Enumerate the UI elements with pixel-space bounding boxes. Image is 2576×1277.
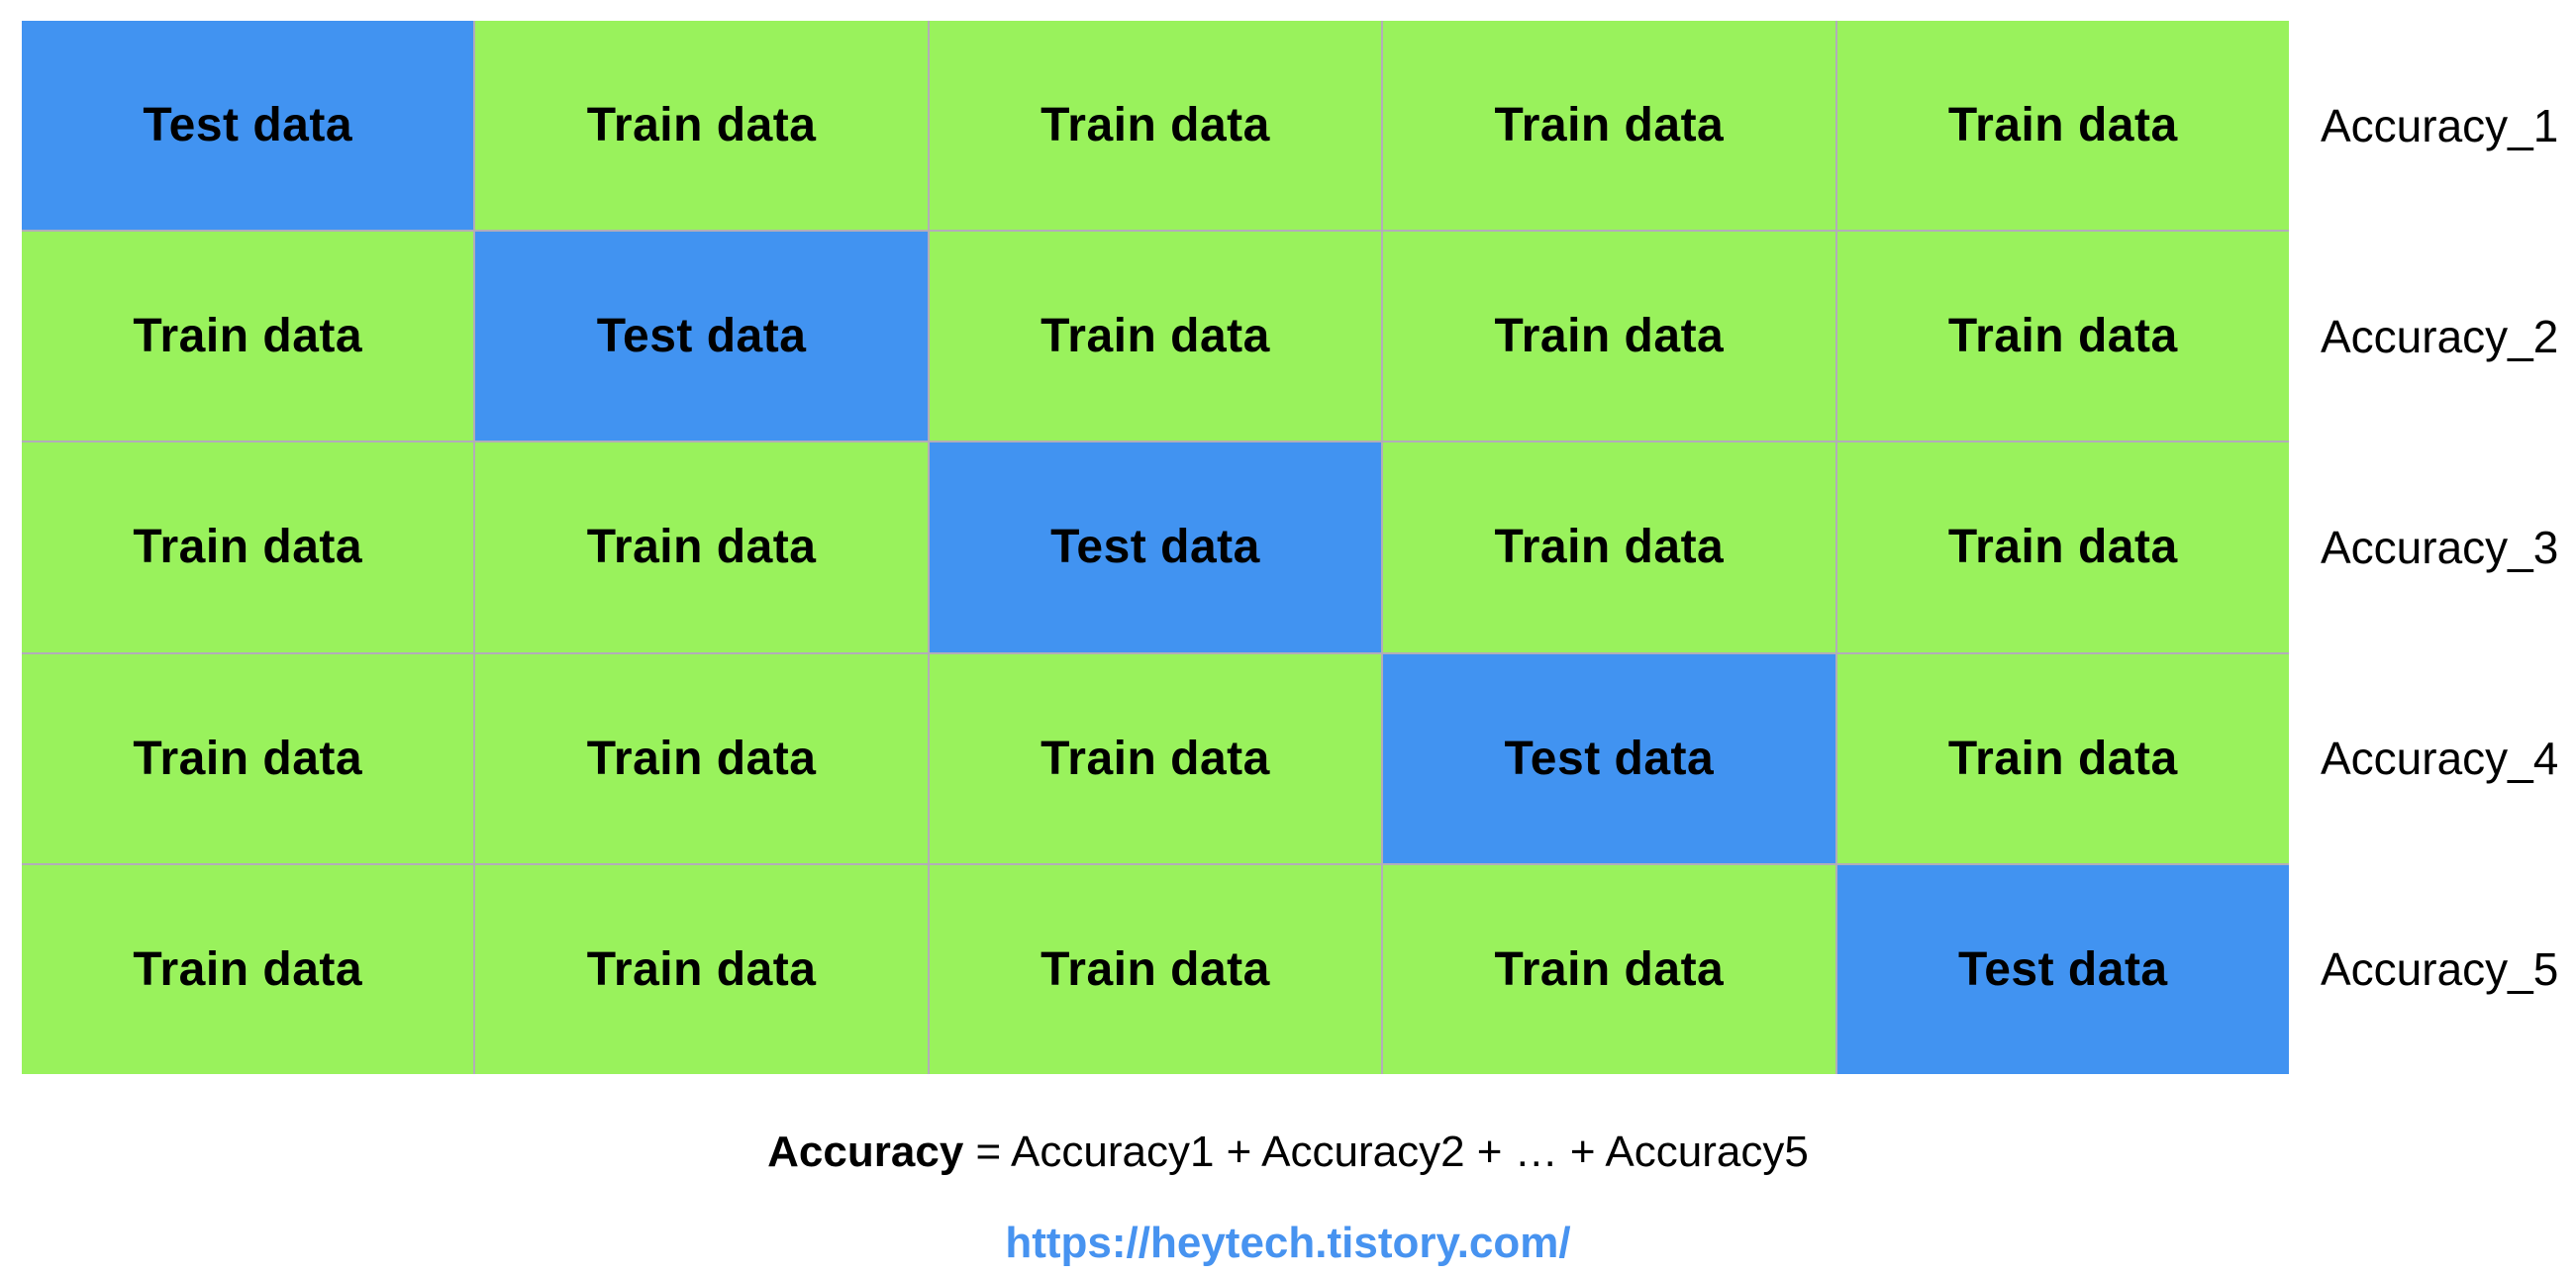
cell-row3-col4: Train data xyxy=(1383,442,1835,652)
cell-row4-col2: Train data xyxy=(475,653,928,863)
cell-row5-col5: Test data xyxy=(1836,864,2289,1074)
row-label-accuracy-3: Accuracy_3 xyxy=(2321,521,2559,573)
cell-row1-col2: Train data xyxy=(475,21,928,231)
cell-row2-col4: Train data xyxy=(1383,232,1835,442)
cell-row3-col1: Train data xyxy=(22,442,474,652)
formula-sum-expression: = Accuracy1 + Accuracy2 + … + Accuracy5 xyxy=(963,1128,1809,1176)
cell-row5-col2: Train data xyxy=(475,864,928,1074)
cell-row4-col4: Test data xyxy=(1383,653,1835,863)
cv-grid: Test data Train data Train data Train da… xyxy=(22,21,2289,1074)
accuracy-formula: Accuracy = Accuracy1 + Accuracy2 + … + A… xyxy=(0,1123,2576,1182)
cell-row1-col3: Train data xyxy=(929,21,1382,231)
formula-accuracy-term: Accuracy xyxy=(767,1128,964,1176)
cell-row2-col3: Train data xyxy=(929,232,1382,442)
cell-row3-col2: Train data xyxy=(475,442,928,652)
cell-row3-col5: Train data xyxy=(1836,442,2289,652)
row-label-accuracy-4: Accuracy_4 xyxy=(2321,732,2559,784)
cell-row3-col3: Test data xyxy=(929,442,1382,652)
row-label-accuracy-5: Accuracy_5 xyxy=(2321,942,2559,995)
footer-link-wrapper: https://heytech.tistory.com/ xyxy=(0,1216,2576,1271)
cell-row1-col1: Test data xyxy=(22,21,474,231)
cell-row2-col5: Train data xyxy=(1836,232,2289,442)
cell-row1-col5: Train data xyxy=(1836,21,2289,231)
row-label-accuracy-2: Accuracy_2 xyxy=(2321,311,2559,363)
cell-row2-col1: Train data xyxy=(22,232,474,442)
cell-row4-col5: Train data xyxy=(1836,653,2289,863)
cell-row2-col2: Test data xyxy=(475,232,928,442)
row-label-accuracy-1: Accuracy_1 xyxy=(2321,100,2559,152)
cell-row5-col4: Train data xyxy=(1383,864,1835,1074)
cell-row1-col4: Train data xyxy=(1383,21,1835,231)
row-labels: Accuracy_1 Accuracy_2 Accuracy_3 Accurac… xyxy=(2321,21,2568,1074)
cell-row5-col1: Train data xyxy=(22,864,474,1074)
cell-row4-col1: Train data xyxy=(22,653,474,863)
cell-row4-col3: Train data xyxy=(929,653,1382,863)
footer-link[interactable]: https://heytech.tistory.com/ xyxy=(1005,1219,1571,1267)
cell-row5-col3: Train data xyxy=(929,864,1382,1074)
